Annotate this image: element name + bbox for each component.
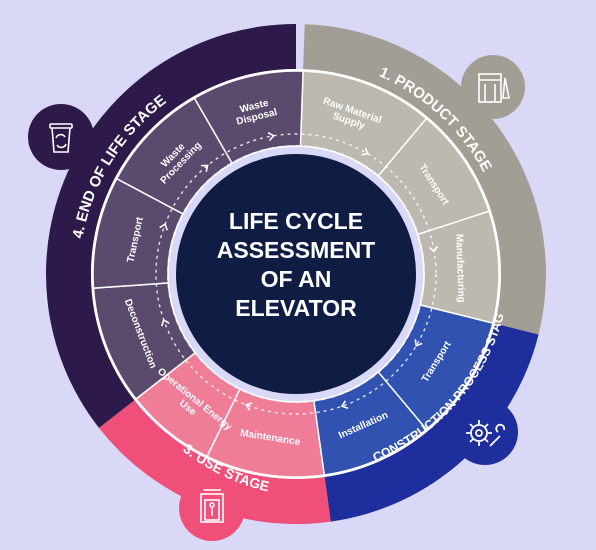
- center-title-line-3: OF AN: [261, 266, 332, 292]
- stage-bands: [45, 24, 546, 524]
- elevator-door-icon: [200, 489, 224, 523]
- center-hub: LIFE CYCLE ASSESSMENT OF AN ELEVATOR: [167, 145, 425, 403]
- step-label: Manufacturing: [453, 234, 466, 303]
- cycle-arrow-head: [159, 223, 168, 231]
- cycle-arrow-head: [361, 147, 369, 156]
- product-stage-badge: [461, 55, 525, 119]
- cycle-arrows: [155, 132, 438, 415]
- band-divider-ring: [91, 69, 501, 479]
- construction-stage-badge: [452, 399, 518, 465]
- cycle-arrow-head: [428, 245, 438, 253]
- step-segments: [92, 70, 500, 478]
- recycling-bin-icon: [49, 123, 73, 153]
- cycle-arrow-head: [201, 164, 209, 172]
- stage-band-end-of-life: [45, 24, 296, 428]
- end-of-life-stage-badge: [28, 104, 94, 170]
- cycle-arrow-head: [414, 339, 423, 347]
- use-stage-badge: [179, 475, 245, 541]
- cycle-arrow-head: [245, 402, 253, 411]
- stage-band-use: [98, 400, 331, 524]
- center-title-line-2: ASSESSMENT: [217, 237, 375, 263]
- cycle-dashed-ring: [155, 133, 437, 415]
- stage-band-product: [303, 24, 546, 335]
- cycle-arrow-head: [267, 132, 275, 142]
- center-title-line-4: ELEVATOR: [235, 295, 357, 321]
- center-ring: [167, 145, 425, 403]
- step-segment-end-of-life-4: [193, 70, 304, 165]
- center-title-line-1: LIFE CYCLE: [229, 208, 363, 234]
- cycle-arrow-head: [160, 318, 170, 327]
- gear-wrench-icon: [466, 420, 506, 447]
- building-blueprint-icon: [478, 73, 510, 103]
- center-circle: [176, 154, 416, 394]
- cycle-arrow-head: [340, 400, 349, 410]
- stage-band-construction: [324, 323, 539, 522]
